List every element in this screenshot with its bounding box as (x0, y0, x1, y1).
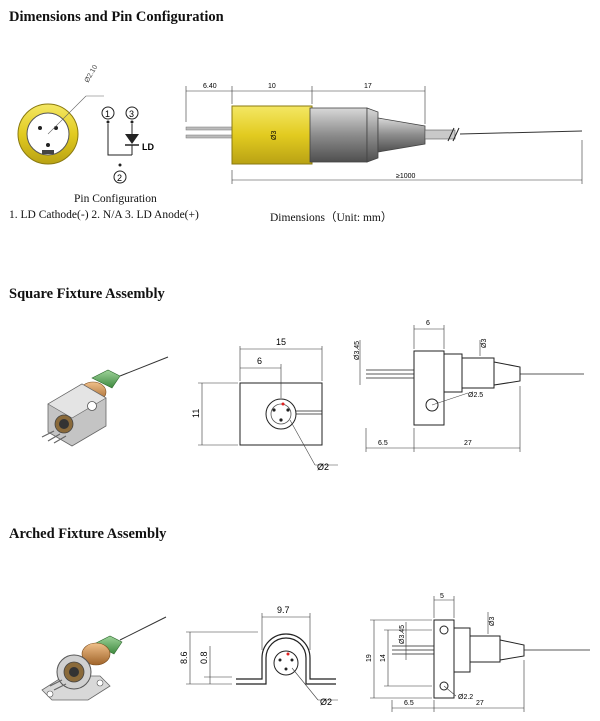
sq-dim-hole: Ø2 (317, 462, 329, 472)
sq-side-dim-h: Ø3.45 (354, 341, 361, 360)
sq-dim-6: 6 (257, 356, 262, 366)
arched-fixture-photo (41, 616, 167, 701)
square-fixture-front-view (198, 346, 338, 466)
sq-dim-11: 11 (191, 409, 201, 418)
arch-side-dim-6-5: 6.5 (404, 700, 414, 707)
arched-fixture-front-view (186, 613, 338, 701)
arched-fixture-side-view (370, 596, 590, 712)
pin-3-label: 3 (129, 109, 134, 119)
sq-side-dim-27: 27 (464, 440, 472, 447)
pin-list: 1. LD Cathode(-) 2. N/A 3. LD Anode(+) (9, 209, 199, 221)
section-title-arched: Arched Fixture Assembly (9, 526, 167, 542)
diode-icon (125, 134, 139, 144)
arch-dim-hole: Ø2 (320, 697, 332, 707)
arch-dim-9-7: 9.7 (277, 605, 290, 615)
pin-1-label: 1 (105, 109, 110, 119)
sq-side-dim-dia: Ø3 (481, 339, 488, 348)
square-fixture-side-view (359, 325, 584, 452)
sq-side-dim-bolt: Ø2.5 (468, 392, 483, 399)
diameter-label: Ø3 (271, 131, 278, 140)
circle-dimension: Ø2.10 (84, 64, 100, 84)
pin-schematic: 1 3 2 LD (101, 106, 154, 184)
sq-side-dim-6-5: 6.5 (378, 440, 388, 447)
arch-side-dim-5: 5 (440, 593, 444, 600)
arch-side-dim-27: 27 (476, 700, 484, 707)
section-title-square: Square Fixture Assembly (9, 286, 165, 302)
pin-configuration-caption: Pin Configuration (74, 193, 157, 205)
arch-side-dim-19: 19 (366, 654, 373, 662)
ld-label: LD (142, 142, 154, 152)
arch-dim-0-8: 0.8 (199, 651, 209, 664)
sq-dim-15: 15 (276, 337, 286, 347)
arch-side-dim-14: 14 (380, 654, 387, 662)
dim-total-length: ≥1000 (396, 173, 416, 180)
square-fixture-photo (41, 356, 169, 447)
sq-side-dim-6: 6 (426, 320, 430, 327)
dim-17: 17 (364, 83, 372, 90)
arch-dim-8-6: 8.6 (179, 651, 189, 664)
laser-end-view: Ø2.10 (17, 64, 104, 165)
arch-side-dim-h: Ø3.45 (399, 625, 406, 644)
side-view-dimensions (185, 86, 583, 184)
arch-side-dim-dia: Ø3 (489, 617, 496, 626)
laser-side-view: Ø3 (185, 105, 583, 165)
section-title-dimensions: Dimensions and Pin Configuration (9, 9, 224, 25)
dimensions-caption: Dimensions（Unit: mm） (270, 212, 393, 224)
dim-10: 10 (268, 83, 276, 90)
dim-6-40: 6.40 (203, 83, 217, 90)
arch-side-dim-bolt: Ø2.2 (458, 694, 473, 701)
pin-2-label: 2 (117, 173, 122, 183)
